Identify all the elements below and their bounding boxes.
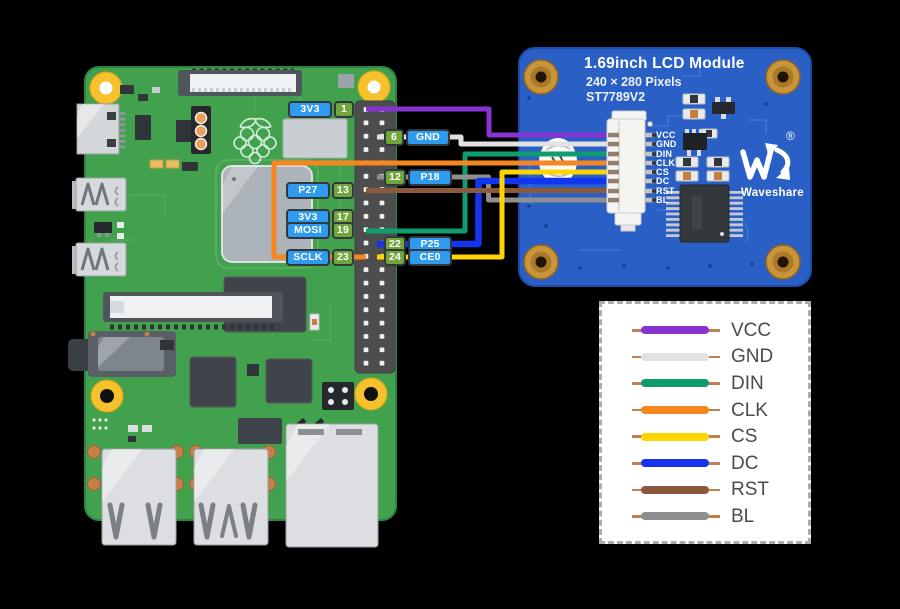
smd-components xyxy=(675,93,735,182)
wire-harness xyxy=(271,106,624,260)
camera-connector xyxy=(103,292,283,330)
poe-header xyxy=(322,382,354,410)
gpio-header xyxy=(354,100,396,374)
raspberry-pi-logo xyxy=(233,117,277,165)
usb-port-left-2 xyxy=(72,242,127,277)
waveshare-logo-icon xyxy=(740,143,791,180)
soc-chip xyxy=(221,165,313,263)
usb-port-bottom-2 xyxy=(193,448,269,546)
mounting-hole xyxy=(89,70,391,413)
smd-components xyxy=(120,85,160,101)
ethernet-port xyxy=(285,423,379,548)
audio-jack xyxy=(68,331,176,377)
smd-components xyxy=(94,106,211,239)
wire-vcc xyxy=(366,106,624,138)
vias xyxy=(527,96,768,270)
lcd-module-board xyxy=(518,47,812,287)
jst-connector xyxy=(606,110,656,232)
smd-components xyxy=(92,313,325,444)
left-io-port xyxy=(76,103,126,155)
raspberry-pi-board xyxy=(68,66,397,548)
driver-ic xyxy=(666,184,743,243)
usb-port-bottom-1 xyxy=(101,448,177,546)
display-connector xyxy=(178,68,354,96)
screw-hole xyxy=(523,59,801,280)
usb-port-left-1 xyxy=(72,177,127,212)
ram-chip xyxy=(282,118,348,159)
